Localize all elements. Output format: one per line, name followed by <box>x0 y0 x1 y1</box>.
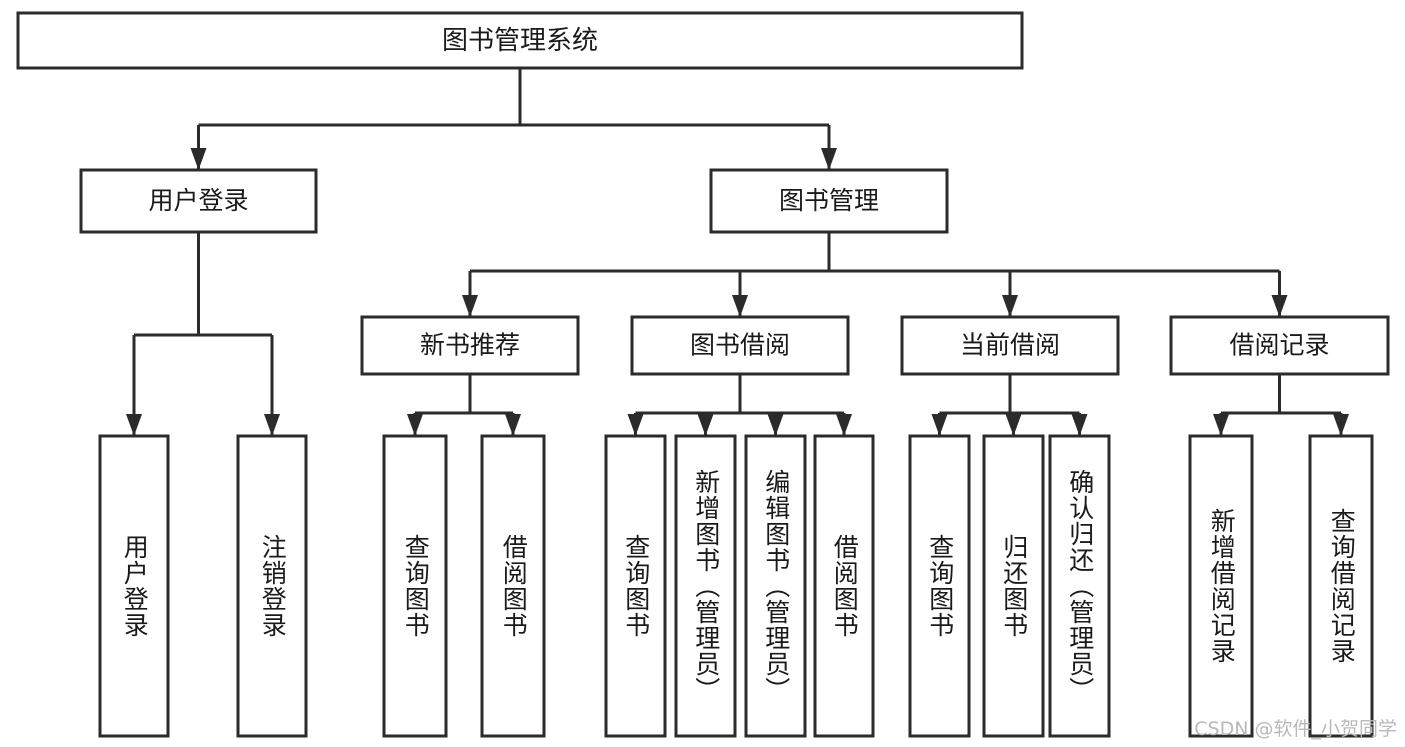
arrow-head-icon <box>836 414 852 436</box>
arrow-head-icon <box>1002 295 1018 317</box>
node-box-leaf-query-record[interactable] <box>1308 434 1374 738</box>
node-label-new-book-rec: 新书推荐 <box>420 331 520 360</box>
arrow-head-icon <box>931 414 948 436</box>
node-label-borrow-record: 借阅记录 <box>1229 331 1329 360</box>
arrow-head-icon <box>821 148 837 170</box>
arrow-head-icon <box>190 148 207 170</box>
node-label-current-borrow: 当前借阅 <box>960 331 1060 360</box>
arrow-head-icon <box>462 295 478 317</box>
node-box-leaf-borrow-book-1[interactable] <box>480 434 546 738</box>
node-layer <box>16 11 1390 738</box>
arrow-head-icon <box>126 414 142 436</box>
node-box-new-book-rec[interactable] <box>360 315 580 376</box>
node-box-leaf-borrow-book-2[interactable] <box>813 434 875 738</box>
arrow-head-icon <box>1213 414 1229 436</box>
arrow-head-icon <box>1271 295 1288 317</box>
arrow-head-icon <box>697 414 714 436</box>
node-label-root: 图书管理系统 <box>442 26 598 56</box>
node-label-book-manage: 图书管理 <box>779 186 879 215</box>
arrow-head-icon <box>732 295 748 317</box>
node-box-current-borrow[interactable] <box>900 315 1120 376</box>
arrow-head-icon <box>767 414 784 436</box>
connector-layer <box>126 68 1349 436</box>
arrow-head-icon <box>1333 414 1349 436</box>
node-box-book-manage[interactable] <box>709 168 949 234</box>
node-box-root[interactable] <box>16 11 1024 70</box>
node-box-leaf-add-book[interactable] <box>674 434 737 738</box>
node-box-leaf-query-book-1[interactable] <box>382 434 448 738</box>
node-box-leaf-confirm-return[interactable] <box>1048 434 1111 738</box>
arrow-head-icon <box>407 414 423 436</box>
node-box-leaf-return-book[interactable] <box>982 434 1045 738</box>
arrow-head-icon <box>505 414 521 436</box>
watermark: CSDN @软件_小贺同学 <box>1194 718 1397 740</box>
arrow-head-icon <box>1071 414 1088 436</box>
node-label-user-login: 用户登录 <box>148 186 248 215</box>
node-box-leaf-query-book-2[interactable] <box>604 434 667 738</box>
node-box-borrow-record[interactable] <box>1169 315 1390 376</box>
node-box-leaf-edit-book[interactable] <box>744 434 807 738</box>
node-box-leaf-query-book-3[interactable] <box>908 434 971 738</box>
node-box-leaf-user-logout[interactable] <box>236 434 308 738</box>
arrow-head-icon <box>627 414 644 436</box>
arrow-head-icon <box>264 414 280 436</box>
node-box-leaf-user-login[interactable] <box>98 434 170 738</box>
node-box-book-borrow[interactable] <box>630 315 850 376</box>
node-box-leaf-add-record[interactable] <box>1188 434 1254 738</box>
arrow-head-icon <box>1005 414 1022 436</box>
node-box-user-login[interactable] <box>79 168 318 234</box>
node-label-book-borrow: 图书借阅 <box>690 331 790 360</box>
